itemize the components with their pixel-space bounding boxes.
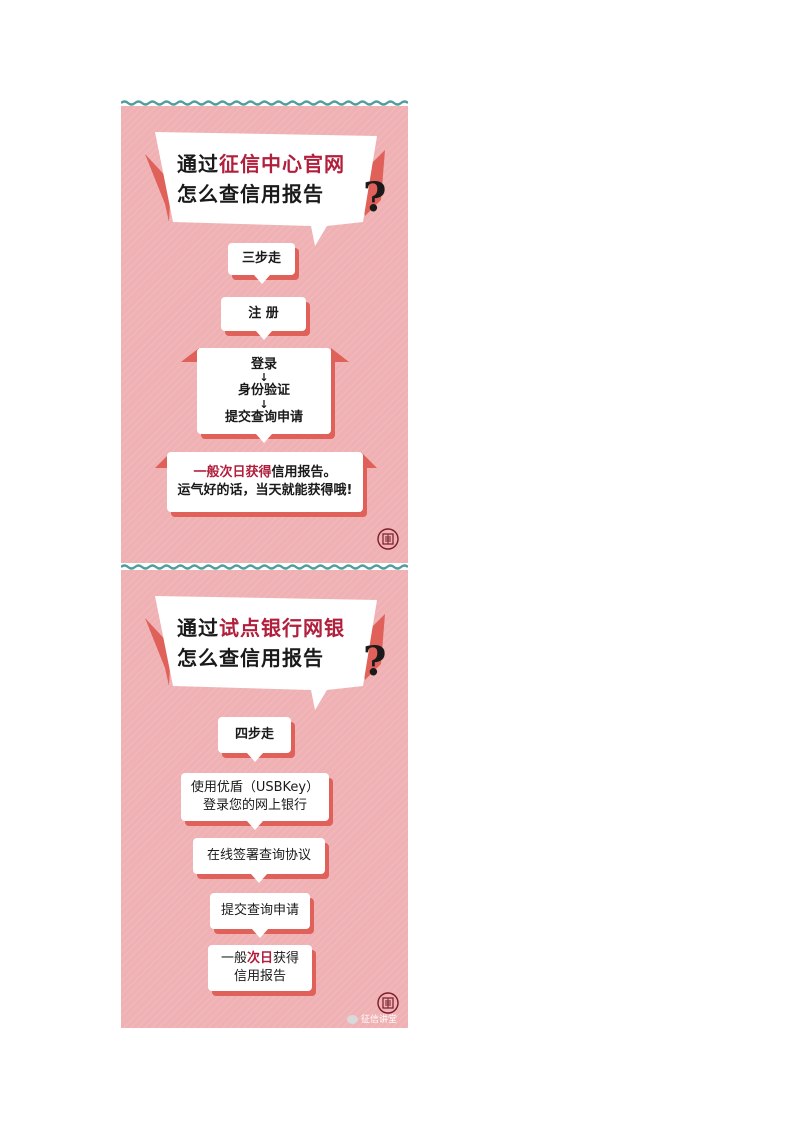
step-register-bubble: 注 册 (221, 297, 310, 340)
title-banner: 通过试点银行网银 怎么查信用报告 ? (145, 594, 387, 710)
question-mark-icon: ? (363, 638, 387, 685)
watermark-text: 征信讲堂 (361, 1015, 398, 1025)
wechat-icon (347, 1015, 358, 1024)
step4-bubble: 一般次日获得 信用报告 (208, 945, 316, 996)
steps-label-bubble: 四步走 (218, 717, 295, 762)
banner-title-line1: 通过征信中心官网 (177, 152, 345, 176)
step4-line1: 一般次日获得 (220, 951, 300, 967)
infographic-panel-online-banking: 通过试点银行网银 怎么查信用报告 ? 四步走 使用优盾（USBKey） 登录您的… (121, 564, 408, 1028)
infographic-panel-official-site: 通过征信中心官网 怎么查信用报告 ? 三步走 注 册 登录 ↓ 身份验证 ↓ 提… (121, 100, 408, 563)
seal-icon (377, 528, 399, 550)
step-process-bubble: 登录 ↓ 身份验证 ↓ 提交查询申请 (197, 348, 335, 443)
steps-label-bubble: 三步走 (228, 243, 299, 284)
banner-title-line2: 怎么查信用报告 (177, 646, 324, 670)
steps-label: 四步走 (234, 727, 274, 743)
step-submit: 提交查询申请 (224, 409, 303, 425)
step2-label: 在线签署查询协议 (206, 848, 311, 864)
arrow-down-icon: ↓ (259, 397, 269, 411)
title-banner: 通过征信中心官网 怎么查信用报告 ? (145, 130, 387, 246)
wechat-watermark: 征信讲堂 (347, 1012, 397, 1025)
question-mark-icon: ? (363, 174, 387, 221)
result-line1: 一般次日获得信用报告。 (193, 465, 337, 481)
step1-bubble: 使用优盾（USBKey） 登录您的网上银行 (181, 773, 333, 830)
ribbon-wing-left (181, 348, 199, 362)
banner-shape (145, 596, 385, 710)
step1-line2: 登录您的网上银行 (202, 798, 307, 813)
step-login: 登录 (250, 356, 277, 372)
banner-title-line2: 怎么查信用报告 (177, 182, 324, 206)
result-bubble: 一般次日获得信用报告。 运气好的话，当天就能获得哦! (167, 452, 367, 517)
step-verify: 身份验证 (237, 383, 290, 399)
step1-line1: 使用优盾（USBKey） (190, 780, 320, 796)
ribbon-wing-right (331, 348, 349, 362)
arrow-down-icon: ↓ (259, 371, 269, 385)
result-line2: 运气好的话，当天就能获得哦! (177, 483, 353, 498)
step3-label: 提交查询申请 (220, 903, 299, 919)
banner-title-line1: 通过试点银行网银 (177, 616, 345, 640)
seal-icon (377, 992, 399, 1014)
step-register: 注 册 (248, 306, 279, 322)
steps-label: 三步走 (241, 251, 281, 267)
step3-bubble: 提交查询申请 (210, 893, 314, 938)
wave-border-top (121, 564, 408, 570)
step2-bubble: 在线签署查询协议 (193, 838, 329, 883)
wave-border-top (121, 100, 408, 106)
step4-line2: 信用报告 (233, 969, 286, 984)
banner-shape (145, 132, 385, 246)
